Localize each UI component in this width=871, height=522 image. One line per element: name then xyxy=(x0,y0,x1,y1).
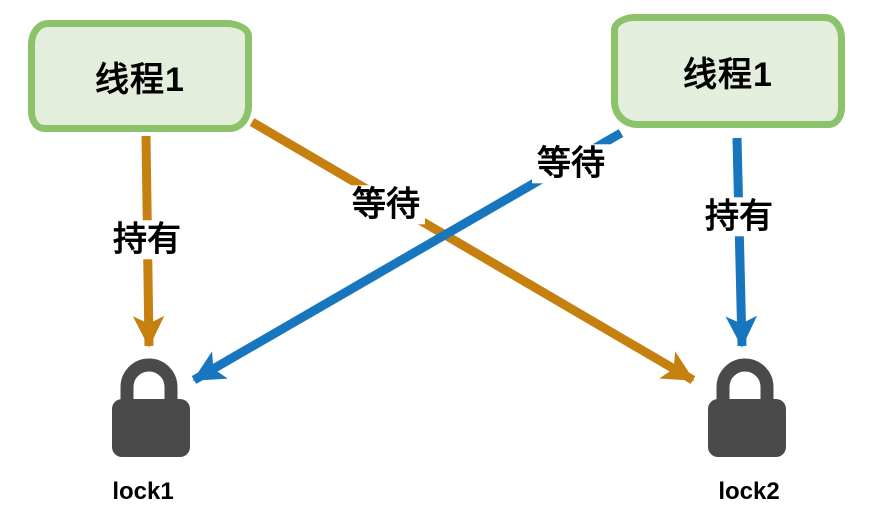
edge-label-holds-left: 持有 xyxy=(108,220,186,260)
arrow-thread-right-holds-lock2 xyxy=(725,137,758,348)
lock2-shackle xyxy=(716,358,774,404)
lock1-label: lock1 xyxy=(112,478,174,505)
thread-box-left: 线程1 xyxy=(28,20,252,132)
lock1-shackle xyxy=(120,358,178,404)
lock2-icon xyxy=(708,358,786,457)
arrow-thread-left-waits-lock2 xyxy=(249,118,696,384)
lock2-label: lock2 xyxy=(718,478,780,505)
edge-label-holds-right: 持有 xyxy=(700,197,778,237)
thread-left-label: 线程1 xyxy=(95,60,185,99)
lock2-body xyxy=(708,399,786,457)
edge-label-waits-right: 等待 xyxy=(532,144,610,184)
edge-label-waits-left: 等待 xyxy=(347,185,425,225)
thread-box-right: 线程1 xyxy=(611,14,845,128)
lock1-body xyxy=(112,399,190,457)
thread-right-label: 线程1 xyxy=(683,55,773,94)
lock1-icon xyxy=(112,358,190,457)
